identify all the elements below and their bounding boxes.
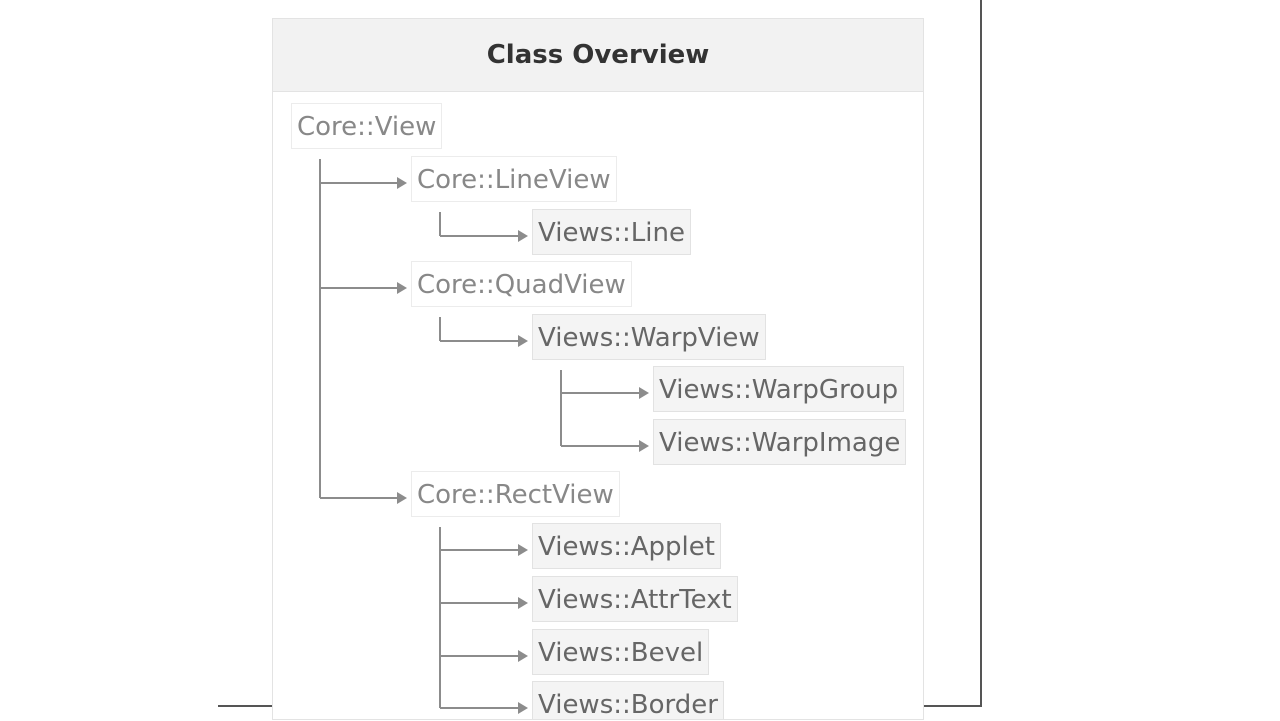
window-right-border [980,0,982,707]
node-views-warpimage[interactable]: Views::WarpImage [653,419,907,465]
node-core-rectview[interactable]: Core::RectView [411,471,620,517]
connector-arrowhead-views-warpimage [639,440,649,452]
node-views-bevel[interactable]: Views::Bevel [532,629,710,675]
connector-arrowhead-views-warpgroup [639,387,649,399]
node-core-lineview[interactable]: Core::LineView [411,156,617,202]
panel-title: Class Overview [486,40,710,70]
node-views-attrtext[interactable]: Views::AttrText [532,576,738,622]
connector-arrowhead-views-applet [518,544,528,556]
connector-arrowhead-core-quadview [397,282,407,294]
node-views-warpgroup[interactable]: Views::WarpGroup [653,366,905,412]
node-core-view[interactable]: Core::View [291,103,443,149]
connector-arrowhead-views-attrtext [518,597,528,609]
class-overview-panel: Class Overview Core::View Core::LineView… [272,18,924,720]
connector-arrowhead-views-border [518,702,528,714]
connector-arrowhead-core-lineview [397,177,407,189]
node-views-line[interactable]: Views::Line [532,209,691,255]
node-views-border[interactable]: Views::Border [532,681,724,719]
connector-arrowhead-views-line [518,230,528,242]
connector-arrowhead-core-rectview [397,492,407,504]
node-views-warpview[interactable]: Views::WarpView [532,314,766,360]
tree-connectors [319,159,649,714]
panel-header: Class Overview [273,19,923,92]
connector-arrowhead-views-bevel [518,650,528,662]
node-views-applet[interactable]: Views::Applet [532,523,721,569]
node-core-quadview[interactable]: Core::QuadView [411,261,632,307]
connector-arrowhead-views-warpview [518,335,528,347]
